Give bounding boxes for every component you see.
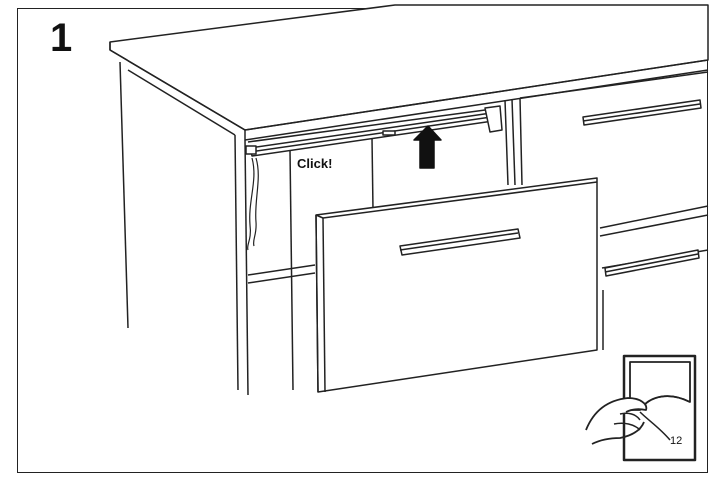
page-turn-hand-icon bbox=[585, 354, 697, 462]
step-number: 1 bbox=[50, 16, 73, 60]
countertop-front-edge bbox=[109, 49, 246, 131]
drawer-front bbox=[315, 177, 598, 393]
up-arrow-icon bbox=[413, 125, 442, 169]
cable bbox=[246, 157, 255, 251]
click-callout: Click! bbox=[297, 156, 333, 171]
page-number: 12 bbox=[670, 435, 683, 447]
